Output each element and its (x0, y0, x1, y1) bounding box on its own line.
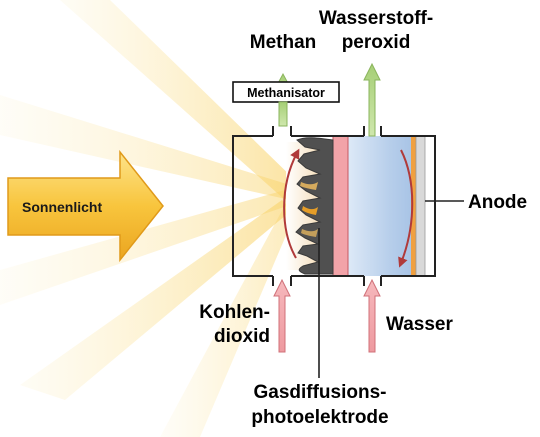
water-flow-arrow (398, 149, 414, 268)
sunlight-arrow: Sonnenlicht (7, 149, 164, 263)
methanizer-box: Methanisator (232, 81, 340, 103)
co2-label-line1: Kohlen- (199, 302, 270, 323)
methanizer-inlet (278, 101, 288, 127)
water-label: Wasser (386, 314, 453, 335)
gas-diffusion-photoelectrode (286, 137, 334, 275)
anode-strip (411, 136, 416, 276)
water-inlet-arrow (363, 278, 381, 353)
co2-label-line2: dioxid (214, 326, 270, 347)
methane-label: Methan (250, 32, 317, 53)
electrode-label-line1: Gasdiffusions- (253, 382, 386, 403)
peroxide-outlet-arrow (363, 62, 381, 137)
co2-inlet-arrow (273, 278, 291, 353)
electrolyte-chamber (348, 136, 411, 276)
electrode-label-line2: photoelektrode (251, 407, 388, 428)
cell-frame (232, 135, 436, 277)
sunlight-label: Sonnenlicht (22, 199, 102, 215)
methanizer-label: Methanisator (247, 86, 325, 100)
sunlight-rays (0, 0, 300, 437)
cell-ports (272, 126, 382, 286)
hydrogen-peroxide-label-line2: peroxid (342, 32, 411, 53)
cell (232, 126, 436, 286)
membrane (332, 135, 349, 277)
hydrogen-peroxide-label-line1: Wasserstoff- (319, 8, 433, 29)
gas-flow-arrow (283, 148, 300, 259)
anode-label: Anode (468, 192, 527, 213)
anode-plate (415, 135, 426, 277)
